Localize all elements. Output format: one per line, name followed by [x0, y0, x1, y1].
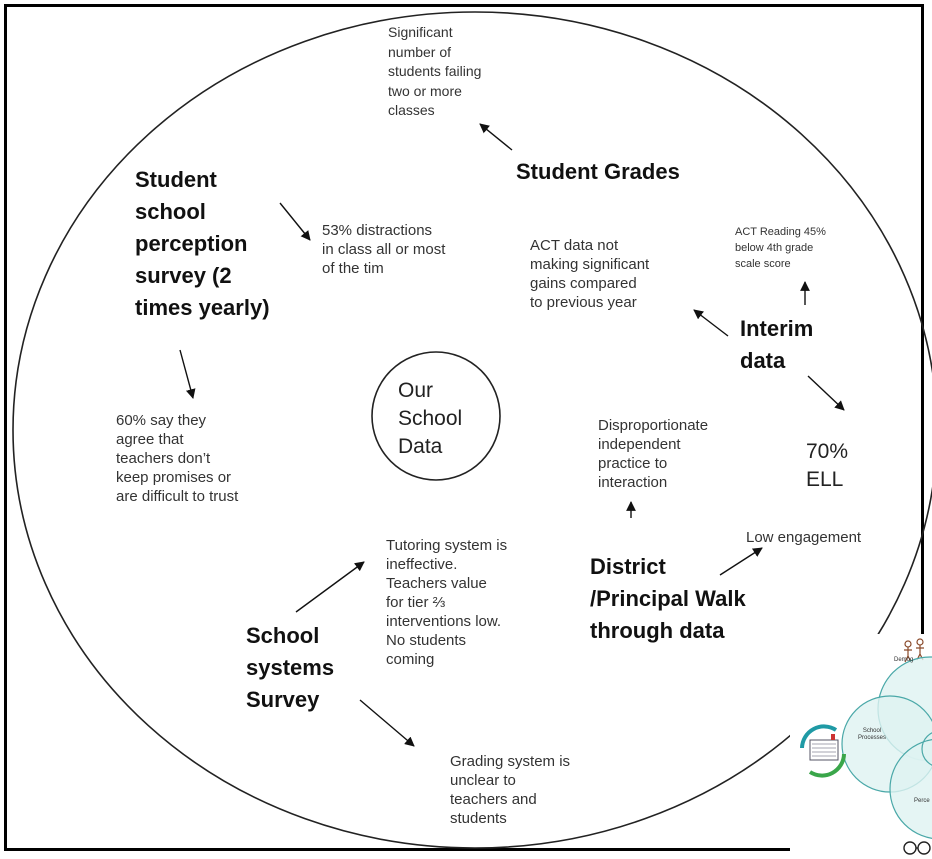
arrow-survey-to-distractions — [279, 202, 311, 241]
center-circle — [371, 351, 501, 481]
arrow-interim-to-actgains — [693, 309, 729, 337]
inset-label-school-processes: School Processes — [858, 728, 887, 741]
glasses-icon — [903, 841, 931, 855]
trust-finding: 60% say they agree that teachers don’t k… — [116, 412, 239, 505]
student-grades-heading: Student Grades — [516, 159, 680, 184]
arrow-survey-to-trust — [179, 349, 196, 399]
systems-survey-heading: School systems Survey — [246, 623, 335, 712]
grading-finding: Grading system is unclear to teachers an… — [450, 753, 571, 827]
engagement-finding: Low engagement — [746, 529, 862, 546]
grades-finding: Significant number of students failing t… — [388, 24, 482, 118]
data-overlap-inset: Demog School Processes Perce — [790, 634, 932, 859]
arrow-systems-to-grading — [359, 699, 415, 747]
arrow-grades-to-finding — [479, 123, 513, 151]
school-building-icon — [809, 734, 839, 761]
arrow-walk-to-engagement — [719, 547, 763, 576]
inset-label-demographics: Demog — [894, 657, 914, 663]
center-label: Our School Data — [398, 379, 463, 458]
perception-survey-heading: Student school perception survey (2 time… — [135, 167, 270, 320]
tutoring-finding: Tutoring system is ineffective. Teachers… — [386, 537, 508, 668]
people-icon — [904, 638, 924, 663]
arrow-interim-to-ell — [807, 375, 845, 411]
interim-data-heading: Interim data — [740, 316, 814, 373]
diagram-frame — [4, 4, 924, 851]
arrow-systems-to-tutoring — [295, 561, 365, 613]
practice-finding: Disproportionate independent practice to… — [598, 417, 709, 491]
cycle-arrows-icon — [800, 724, 846, 778]
act-gains-finding: ACT data not making significant gains co… — [530, 237, 650, 311]
act-reading-finding: ACT Reading 45% below 4th grade scale sc… — [735, 226, 826, 270]
inset-label-perceptions: Perce — [914, 798, 930, 804]
inset-venn — [800, 638, 932, 855]
ell-finding: 70% ELL — [806, 440, 849, 491]
outer-ellipse — [12, 11, 932, 849]
distractions-finding: 53% distractions in class all or most of… — [322, 222, 446, 277]
walkthrough-heading: District /Principal Walk through data — [590, 554, 746, 643]
